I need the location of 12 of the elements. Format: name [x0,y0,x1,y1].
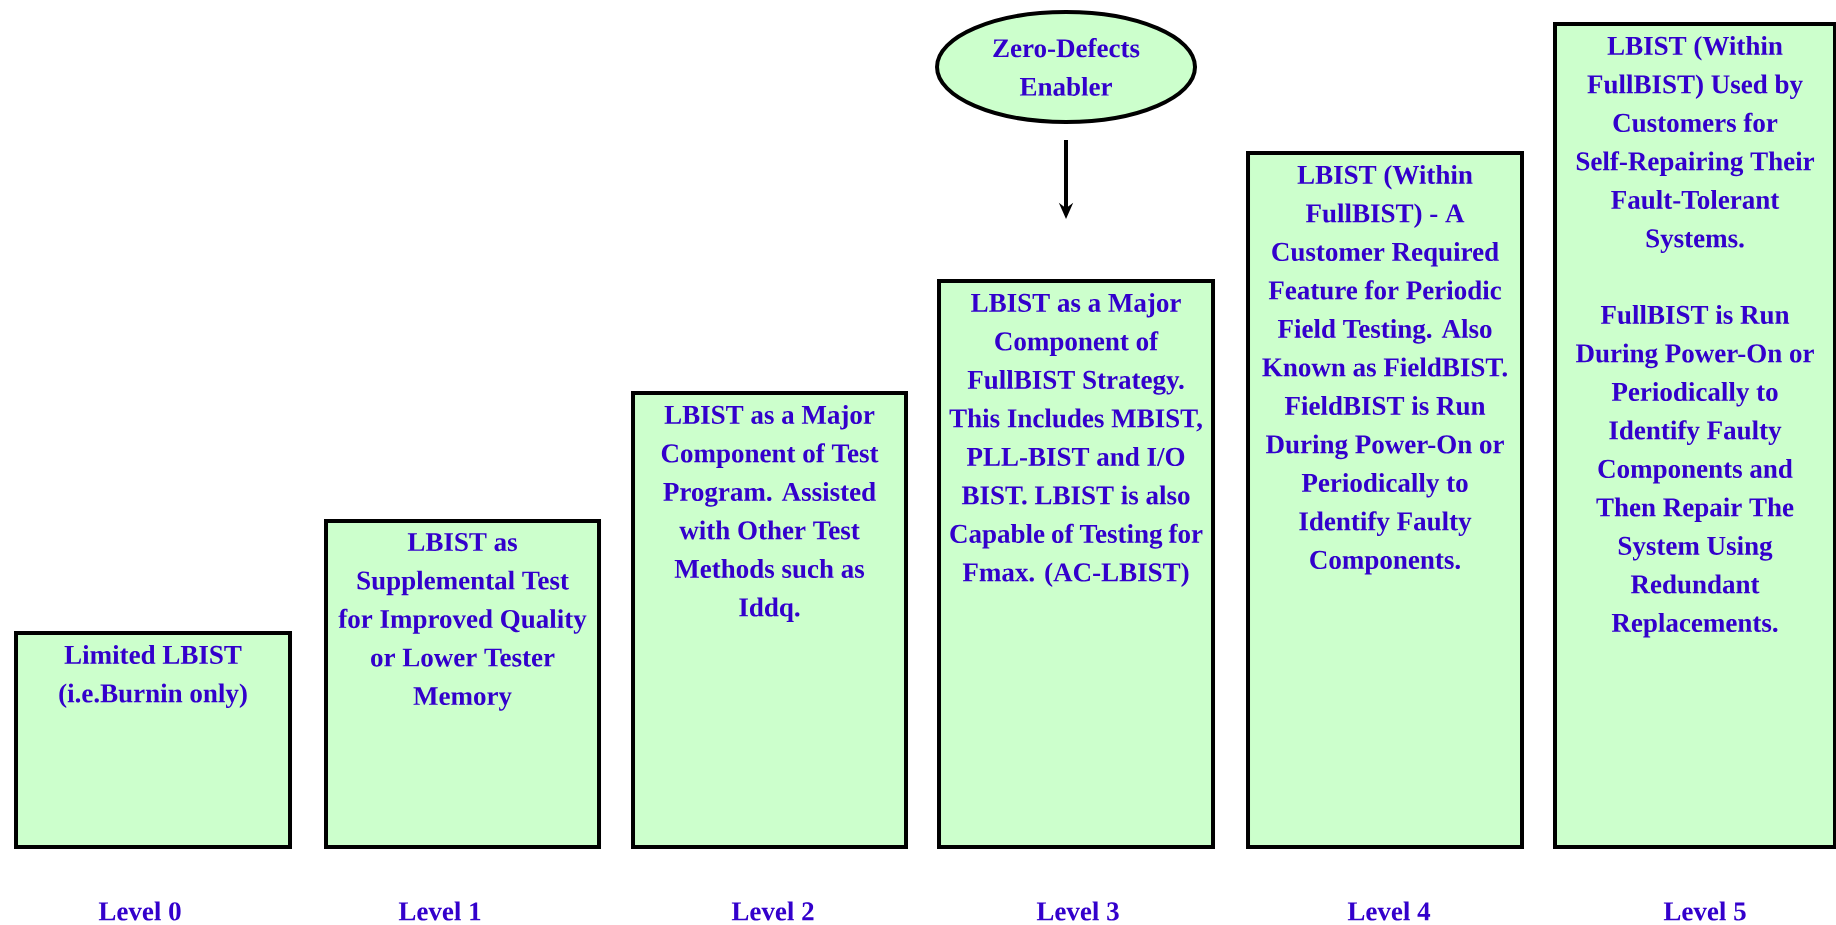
level-label: Level 0 [98,901,181,921]
text-box: LBIST as a Major Component of Test Program. Assisted with Other Test Methods such as Iddq. [631,391,908,849]
text-box: LBIST as a Major Component of FullBIST Strategy. This Includes MBIST, PLL-BIST and I/O BIST. LBIST is also Capable of Testing for Fmax. (AC-LBIST) [937,279,1215,849]
text-box: LBIST (Within FullBIST) Used by Customers for Self-Repairing Their Fault-Tolerant Systems. FullBIST is Run During Power-On or Periodically to Identify Faulty Components and Then Repair The System Using Redundant Replacements. [1553,22,1836,849]
level-label: Level 3 [1036,901,1119,921]
level-label: Level 4 [1347,901,1431,921]
level-label: Level 1 [398,901,481,921]
level-label: Level 2 [731,901,814,921]
level-label: Level 5 [1663,901,1746,921]
text-box: LBIST as Supplemental Test for Improved Quality or Lower Tester Memory [324,519,601,849]
text-box: Limited LBIST (i.e.Burnin only) [14,631,292,849]
text-box: LBIST (Within FullBIST) - A Customer Required Feature for Periodic Field Testing. Also Known as FieldBIST. FieldBIST is Run During Power-On or Periodically to Identify Faulty Components. [1246,151,1524,849]
